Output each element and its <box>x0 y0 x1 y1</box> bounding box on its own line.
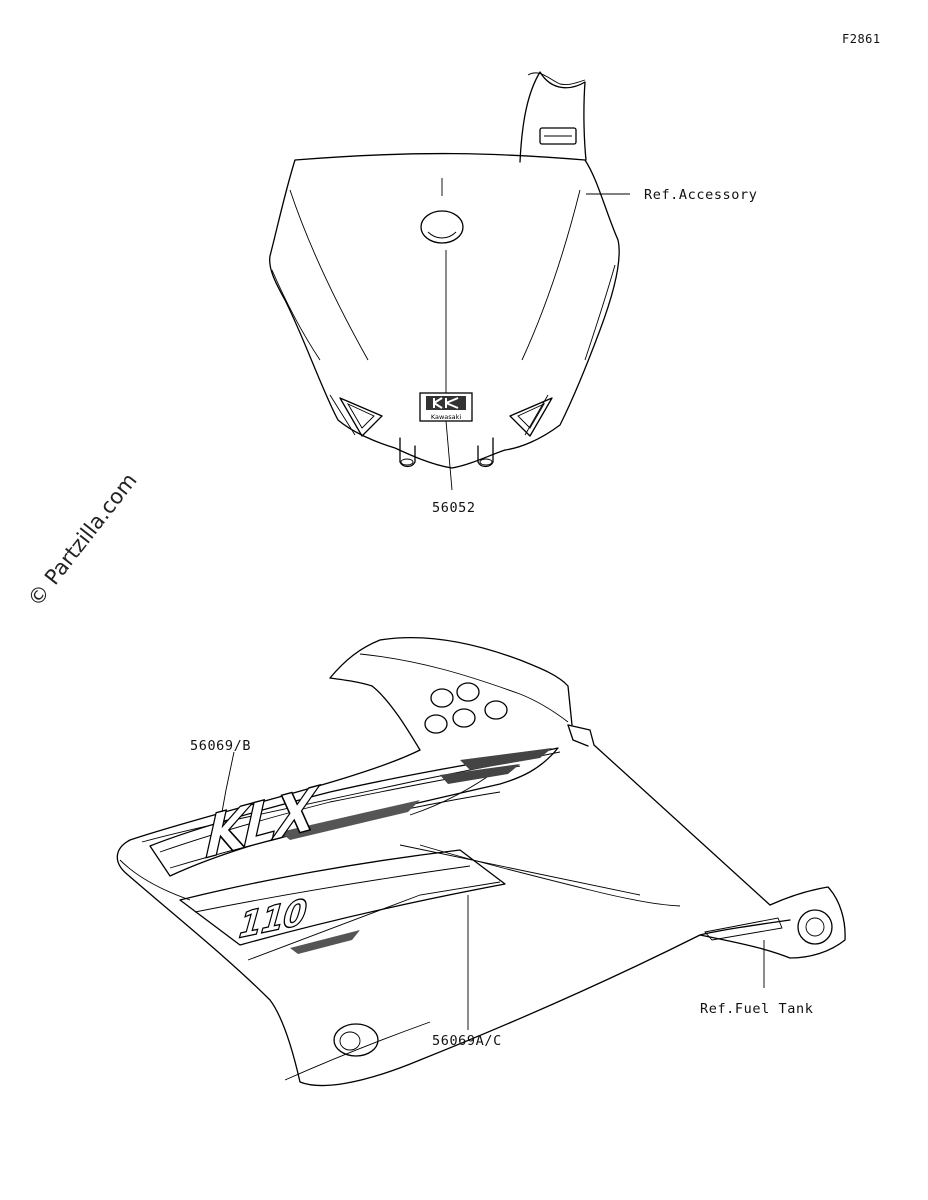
callout-ref-accessory: Ref.Accessory <box>644 187 757 203</box>
klx-graphic-decal: KLX <box>149 747 559 877</box>
klx-logo-text: KLX <box>204 774 320 873</box>
emblem-logo-text: Kawasaki <box>431 413 462 421</box>
leader-56052 <box>445 420 453 491</box>
watermark-text: © Partzilla.com <box>23 469 142 611</box>
kawasaki-emblem-icon: Kawasaki <box>419 392 473 422</box>
leader-56069b <box>221 751 235 813</box>
callout-ref-fuel-tank: Ref.Fuel Tank <box>700 1001 813 1017</box>
figure-code: F2861 <box>842 32 881 46</box>
callout-56069ac: 56069A/C <box>432 1033 502 1049</box>
callout-56052: 56052 <box>432 500 476 516</box>
number-plate <box>269 71 620 469</box>
model-110-text: 110 <box>237 892 308 947</box>
watermark: © Partzilla.com <box>23 469 142 611</box>
callout-56069b: 56069/B <box>190 738 251 754</box>
